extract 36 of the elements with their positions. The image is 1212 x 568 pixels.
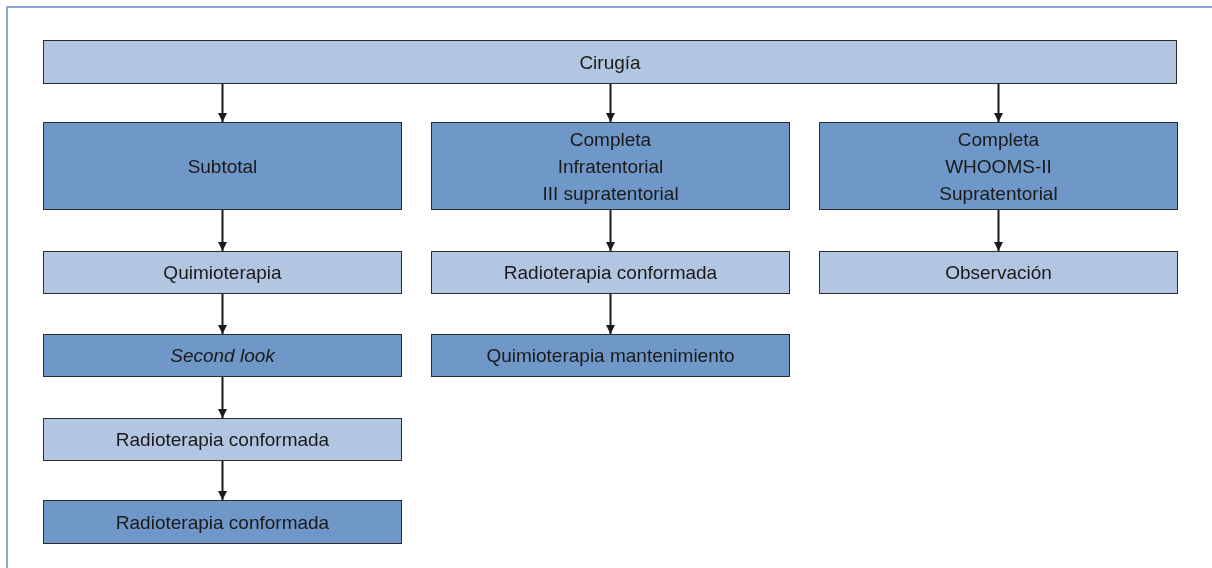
box-label: III supratentorial bbox=[542, 181, 679, 206]
arrow bbox=[218, 209, 227, 252]
box-label: Observación bbox=[945, 261, 1052, 285]
arrow bbox=[218, 293, 227, 335]
box-label: Radioterapia conformada bbox=[503, 261, 718, 285]
process-box bbox=[819, 251, 1178, 294]
process-box bbox=[43, 418, 402, 461]
process-box bbox=[43, 40, 1177, 84]
box-label: Second look bbox=[170, 344, 275, 368]
box-label: Supratentorial bbox=[939, 181, 1058, 206]
box-label: Completa bbox=[569, 127, 652, 152]
process-box bbox=[431, 251, 790, 294]
box-label: Radioterapia conformada bbox=[115, 428, 330, 452]
arrow bbox=[218, 376, 227, 419]
arrow bbox=[994, 83, 1003, 123]
arrow bbox=[606, 209, 615, 252]
arrow bbox=[606, 293, 615, 335]
box-label: Subtotal bbox=[187, 154, 258, 179]
box-label: WHOOMS-II bbox=[945, 154, 1052, 179]
arrow bbox=[994, 209, 1003, 252]
process-box bbox=[431, 334, 790, 377]
process-box bbox=[431, 122, 790, 210]
process-box bbox=[43, 500, 402, 544]
box-label: Quimioterapia mantenimiento bbox=[486, 344, 735, 368]
arrow bbox=[606, 83, 615, 123]
arrow bbox=[218, 83, 227, 123]
process-box bbox=[43, 251, 402, 294]
process-box bbox=[819, 122, 1178, 210]
process-box bbox=[43, 334, 402, 377]
box-label: Radioterapia conformada bbox=[115, 510, 330, 535]
box-label: Infratentorial bbox=[557, 154, 664, 179]
box-label: Cirugía bbox=[579, 50, 641, 75]
process-box bbox=[43, 122, 402, 210]
box-label: Completa bbox=[957, 127, 1040, 152]
box-label: Quimioterapia bbox=[163, 261, 282, 285]
arrow bbox=[218, 460, 227, 501]
